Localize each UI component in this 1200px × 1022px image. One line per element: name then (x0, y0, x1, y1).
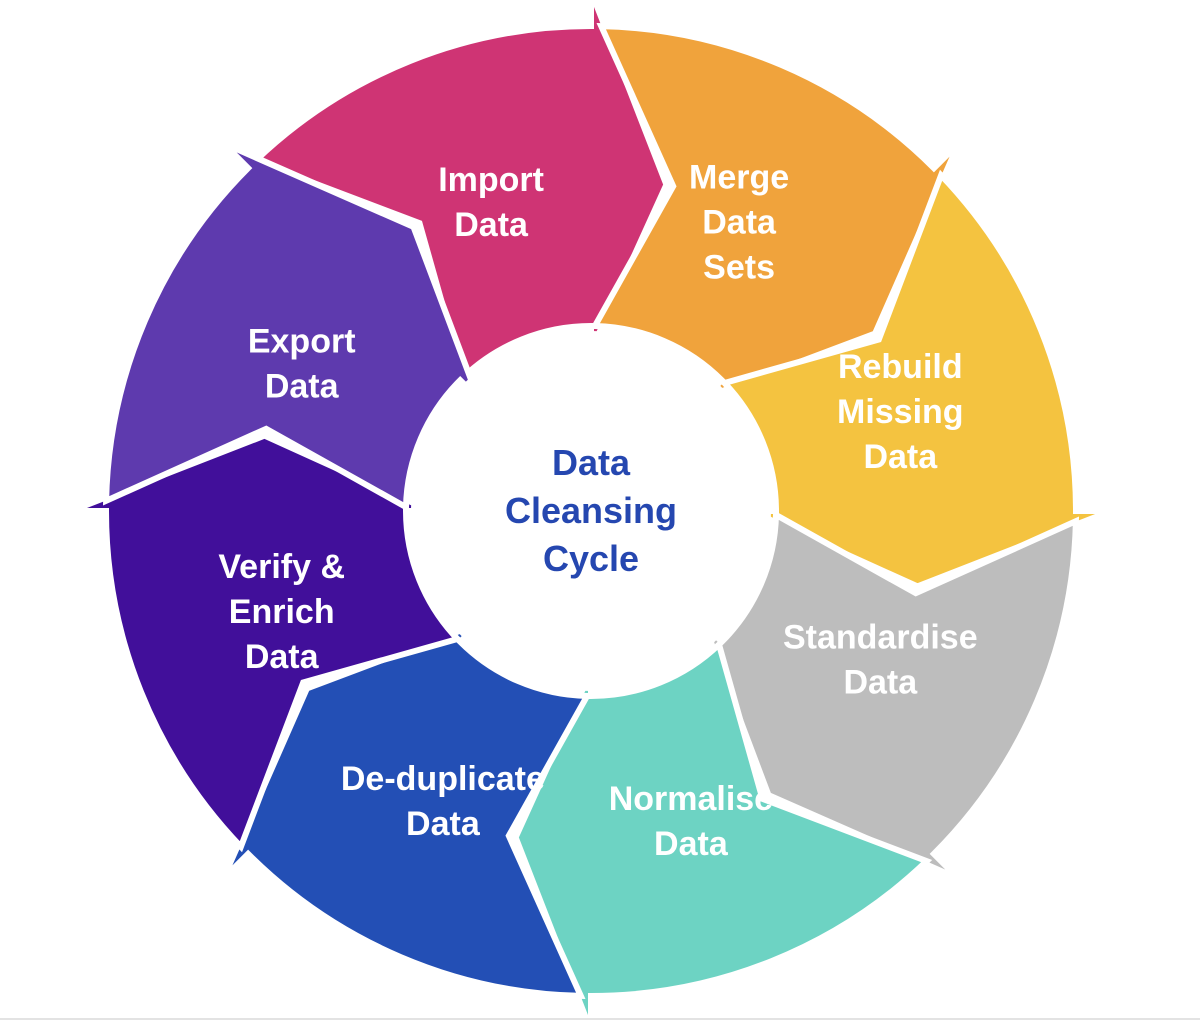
bottom-divider (0, 1018, 1200, 1020)
label-export-data-line-1: Export (248, 322, 356, 360)
segment-standardise-data (701, 509, 1080, 882)
label-standardise-data-line-1: Standardise (783, 619, 978, 657)
center-title-line-1: Data (552, 442, 631, 483)
center-title-line-2: Cleansing (505, 490, 677, 531)
label-verify-enrich-data-line-3: Data (245, 638, 320, 676)
label-rebuild-missing-data-line-3: Data (863, 438, 938, 476)
cycle-segments (69, 0, 1113, 1022)
label-import-data-line-1: Import (438, 161, 544, 199)
label-verify-enrich-data-line-1: Verify & (218, 548, 345, 586)
label-merge-data-sets-line-1: Merge (689, 159, 789, 197)
segment-export-data (102, 140, 481, 513)
label-verify-enrich-data-line-2: Enrich (229, 593, 335, 631)
label-de-duplicate-data-line-2: Data (406, 805, 481, 843)
label-export-data-line-2: Data (265, 367, 340, 405)
label-standardise-data-line-2: Data (843, 664, 918, 702)
center-title-line-3: Cycle (543, 538, 639, 579)
label-import-data-line-2: Data (454, 206, 529, 244)
segment-verify-enrich-data (69, 432, 464, 853)
label-normalise-data-line-1: Normalise (609, 780, 773, 818)
segment-merge-data-sets (589, 22, 962, 401)
segment-rebuild-missing-data (718, 169, 1113, 590)
segment-import-data (249, 0, 670, 384)
label-de-duplicate-data-line-1: De-duplicate (341, 760, 545, 798)
label-normalise-data-line-2: Data (654, 825, 729, 863)
label-merge-data-sets-line-2: Data (702, 204, 777, 242)
label-rebuild-missing-data-line-2: Missing (837, 393, 964, 431)
center-hub (411, 331, 771, 691)
label-merge-data-sets-line-3: Sets (703, 249, 775, 287)
segment-normalise-data (512, 638, 933, 1022)
label-rebuild-missing-data-line-1: Rebuild (838, 348, 963, 386)
segment-de-duplicate-data (220, 621, 593, 1000)
